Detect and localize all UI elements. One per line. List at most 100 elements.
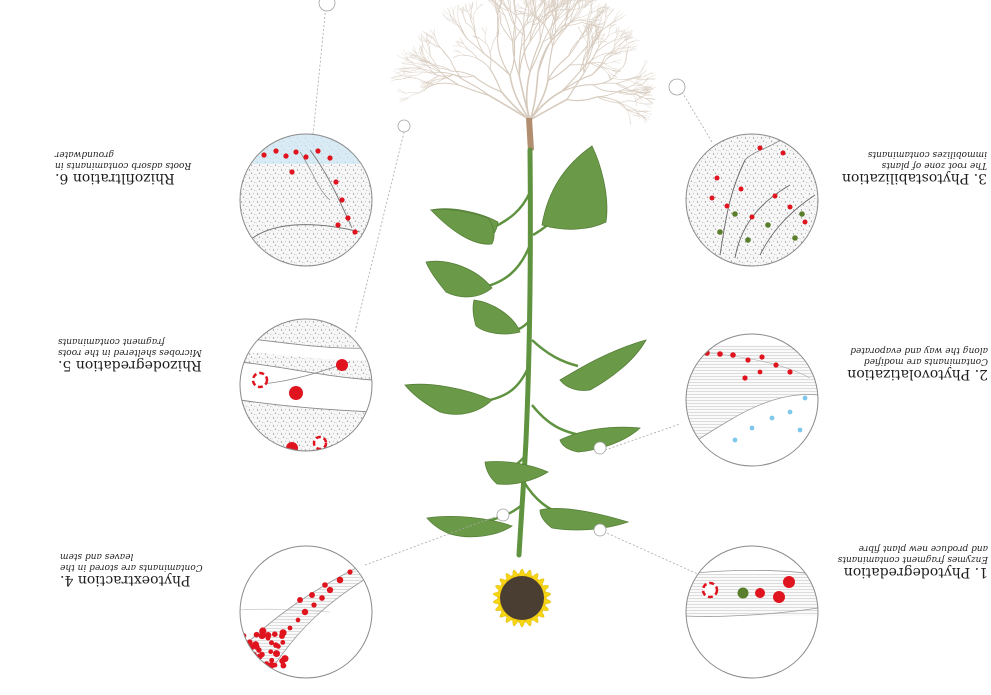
label-desc-line: fragment contaminants [58, 336, 165, 346]
root-strand [428, 36, 432, 45]
sunflower-head [492, 568, 552, 628]
root-strand [632, 79, 642, 86]
root-strand [633, 84, 643, 91]
root-strand [628, 43, 636, 48]
contaminant-dot [295, 617, 301, 623]
root-strand [517, 2, 523, 9]
root-strand [529, 98, 568, 121]
root-strand [514, 14, 526, 36]
circle-rhizofiltration [239, 133, 373, 267]
root-strand [417, 62, 427, 66]
root-strand [638, 113, 646, 120]
root-strand [447, 8, 451, 16]
root-strand [592, 12, 603, 23]
root-strand [618, 90, 635, 95]
root-strand [497, 0, 503, 14]
root-strand [589, 12, 598, 23]
contaminant-dot [247, 656, 254, 663]
root-strand [537, 40, 552, 75]
label-title: Rhizofiltration 6. [55, 170, 175, 186]
root-strand [403, 74, 413, 76]
root-strand [509, 74, 531, 121]
root-strand [481, 27, 486, 34]
root-strand [500, 0, 504, 5]
label-desc-line: The root zone of plants [881, 160, 987, 170]
root-strand [583, 47, 591, 74]
root-strand [437, 67, 453, 72]
contaminant-dot [253, 661, 258, 667]
root-strand [575, 0, 584, 4]
root-strand [552, 28, 566, 47]
root-strand [412, 50, 419, 57]
root-strand [597, 3, 600, 14]
root-strand [591, 0, 594, 6]
root-strand [565, 0, 573, 8]
root-strand [462, 79, 490, 96]
root-strand [620, 28, 625, 37]
root-strand [472, 75, 502, 93]
root-strand [596, 90, 620, 98]
root-strand [520, 24, 534, 47]
root-strand [409, 63, 422, 69]
root-strand [567, 2, 576, 14]
root-strand [641, 74, 647, 81]
root-strand [597, 7, 606, 14]
root-strand [409, 56, 418, 58]
root-strand [431, 79, 442, 84]
label-title: Phytoextraction 4. [60, 572, 191, 588]
root-strand [533, 4, 539, 21]
root-strand [635, 113, 641, 118]
root-strand [426, 42, 431, 57]
root-strand [485, 27, 487, 34]
stem [516, 147, 533, 558]
root-strand [589, 10, 599, 13]
contaminant-dot [322, 582, 328, 588]
root-strand [588, 29, 591, 42]
root-strand [625, 79, 636, 84]
label-phytodegradation: 1. Phytodegredation Enzymes fragment con… [838, 542, 988, 580]
root-strand [552, 3, 554, 20]
label-desc-line: groundwater [55, 149, 115, 159]
root-strand [639, 68, 644, 77]
root-strand [532, 12, 548, 26]
root-strand [422, 31, 433, 37]
connector-markers [318, 0, 686, 537]
label-desc-line: Contaminants are modified [863, 356, 988, 366]
circle-phytoextraction [239, 545, 373, 679]
root-strand [633, 109, 645, 113]
root-strand [579, 0, 582, 3]
root-strand [629, 49, 637, 51]
root-strand [577, 12, 591, 18]
root-strand [526, 0, 530, 5]
root-strand [561, 84, 594, 93]
root-strand [390, 79, 401, 83]
root-strand [591, 0, 598, 6]
root-strand [642, 60, 648, 69]
root-strand [615, 83, 630, 91]
leaf-mid-right [531, 339, 647, 391]
root-strand [423, 84, 428, 92]
leaf-mid-left-1 [425, 244, 532, 298]
root-strand [426, 36, 429, 45]
root-strand [550, 17, 567, 42]
contaminant-dot [336, 576, 344, 584]
root-strand [451, 70, 474, 77]
root-strand [601, 33, 606, 40]
root-strand [509, 41, 516, 76]
root-strand [626, 109, 631, 119]
root-strand [644, 103, 653, 109]
root-strand [529, 21, 544, 43]
root-strand [426, 62, 438, 76]
root-strand [484, 33, 486, 43]
root-strand [538, 19, 541, 42]
root-strand [492, 35, 498, 43]
root-strand [623, 31, 633, 34]
root-strand [530, 0, 532, 12]
root-strand [410, 55, 419, 57]
root-strand [459, 51, 468, 56]
root-strand [569, 0, 576, 11]
root-strand [589, 5, 597, 13]
root-strand [620, 50, 631, 53]
root-strand [447, 19, 459, 27]
root-strand [603, 61, 615, 64]
